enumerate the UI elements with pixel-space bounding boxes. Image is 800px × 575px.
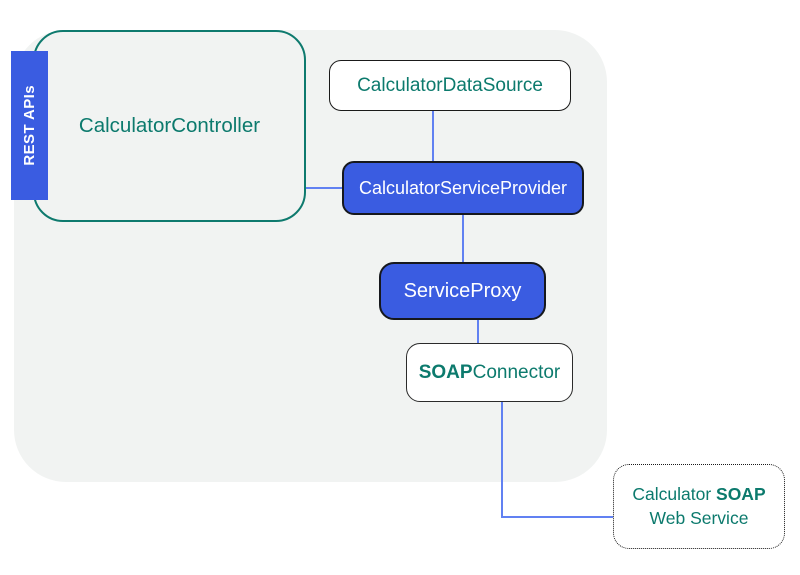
node-calculator-datasource: CalculatorDataSource (329, 60, 571, 111)
edge-controller-to-serviceprovider (306, 187, 342, 189)
node-calculator-controller-label: CalculatorController (78, 114, 261, 137)
node-service-proxy-label: ServiceProxy (403, 279, 522, 302)
edge-datasource-to-serviceprovider (432, 111, 434, 162)
node-calculator-datasource-label: CalculatorDataSource (357, 74, 543, 96)
node-soap-connector: SOAPConnector (406, 343, 573, 402)
edge-soapconnector-to-webservice-horizontal (501, 516, 614, 518)
node-calculator-soap-web-service: Calculator SOAP Web Service (613, 464, 785, 549)
edge-serviceproxy-to-soapconnector (477, 320, 479, 344)
node-calculator-service-provider-label: CalculatorServiceProvider (358, 177, 568, 198)
node-soap-connector-label: SOAPConnector (418, 361, 561, 383)
rest-apis-tag-label: REST APIs (21, 85, 38, 166)
rest-apis-tag: REST APIs (11, 51, 48, 200)
node-calculator-controller: CalculatorController (33, 30, 306, 222)
edge-soapconnector-to-webservice-vertical (501, 402, 503, 518)
node-calculator-service-provider: CalculatorServiceProvider (342, 161, 584, 215)
edge-serviceprovider-to-serviceproxy (462, 215, 464, 263)
node-service-proxy: ServiceProxy (379, 262, 546, 320)
node-calculator-soap-web-service-label: Calculator SOAP Web Service (632, 483, 766, 528)
